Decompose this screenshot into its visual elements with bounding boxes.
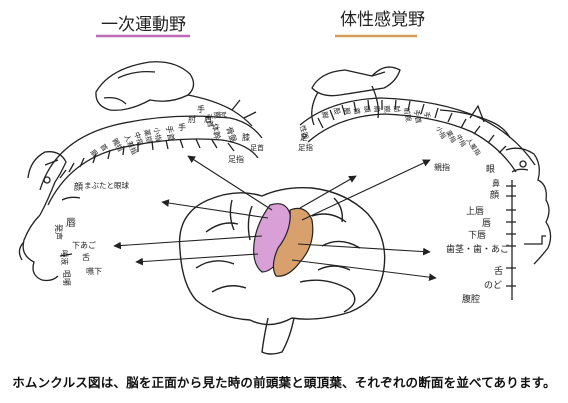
- sensory-label-lower-lip: 下唇: [468, 230, 486, 241]
- sensory-cortex-strip: [272, 207, 314, 277]
- motor-label-ankle: 足首: [250, 143, 264, 152]
- motor-label-saliva: 唾液: [60, 250, 70, 265]
- motor-label-jaw: 下あご: [72, 240, 96, 250]
- sensory-label-eye: 眼: [486, 164, 495, 175]
- motor-label-neck: 首: [98, 142, 109, 153]
- sensory-label-teeth: 歯茎・歯・あご: [446, 243, 509, 255]
- sensory-label-wrist: 手首: [412, 109, 423, 124]
- sensory-label-face: 顔: [490, 189, 499, 201]
- brain-illustration: [178, 186, 386, 355]
- motor-label-hand-top: 手: [197, 104, 205, 114]
- connector-arrows: [113, 155, 437, 281]
- sensory-label-index: 人差指: [464, 136, 483, 158]
- motor-label-hand: 手首: [164, 125, 177, 142]
- sensory-label-throat: のど: [484, 280, 502, 291]
- motor-label-swallow: 嚥下: [86, 266, 102, 276]
- sensory-label-neck: 首: [352, 107, 362, 115]
- sensory-label-genital: 性器: [298, 124, 310, 140]
- motor-label-face: 顔: [74, 181, 83, 193]
- sensory-label-toes: 足指: [298, 142, 313, 152]
- sensory-label-foot: 足: [300, 133, 308, 142]
- sensory-label-arm: 腕: [382, 105, 392, 113]
- motor-label-trunk: 体幹: [210, 123, 223, 140]
- sensory-cortex-title: 体性感覚野: [340, 10, 425, 30]
- motor-label-wrist: 手: [178, 122, 186, 132]
- sensory-label-forearm: 前腕: [402, 107, 413, 122]
- motor-label-wrist2: 手首: [204, 113, 215, 128]
- sensory-label-leg: 脚: [320, 111, 330, 119]
- motor-label-toes: 足指: [228, 154, 244, 164]
- motor-label-chew: 咀嚼: [62, 270, 71, 286]
- sensory-label-lips: 唇: [482, 218, 491, 229]
- motor-label-elbow: 肘: [188, 115, 196, 124]
- motor-label-knee: 膝: [242, 132, 250, 142]
- motor-label-vocal: 発声: [54, 224, 64, 240]
- sensory-label-elbow: 肘: [392, 105, 402, 113]
- motor-label-lips: 唇: [66, 217, 76, 229]
- motor-label-shoulder: 肩: [204, 114, 212, 124]
- sensory-label-trunk: 胴: [342, 107, 351, 115]
- sensory-label-hip: 股: [332, 107, 341, 115]
- motor-homunculus: [18, 61, 263, 282]
- motor-label-brow: 眉: [88, 148, 99, 159]
- motor-label-tongue: 舌: [82, 252, 90, 262]
- motor-labels: 骨盤 体幹 肩 肘 手 手首 小指 薬指 中指 人差指 親指 首 眉 顔 まぶた…: [54, 104, 264, 286]
- sensory-label-tongue: 舌: [494, 266, 503, 277]
- sensory-label-nose: 鼻: [492, 178, 500, 188]
- motor-label-elbow2: 肘: [218, 111, 228, 119]
- sensory-label-abdomen: 腹腔: [462, 293, 480, 305]
- motor-label-eye: まぶたと眼球: [84, 180, 129, 190]
- sensory-homunculus: [299, 66, 552, 300]
- sensory-label-hand: 手: [422, 111, 432, 119]
- sensory-label-upper-lip: 上唇: [466, 206, 484, 217]
- figure-caption: ホムンクルス図は、脳を正面から見た時の前頭葉と頭頂葉、それぞれの断面を並べてあり…: [12, 375, 556, 390]
- sensory-label-shoulder: 肩: [372, 105, 382, 113]
- motor-label-arm: 腕: [212, 111, 222, 119]
- sensory-label-head: 頭: [362, 105, 371, 113]
- motor-label-little: 小指: [152, 127, 163, 142]
- sensory-label-thumb: 親指: [434, 162, 450, 172]
- motor-label-ring: 薬指: [142, 128, 154, 144]
- motor-cortex-title: 一次運動野: [101, 15, 186, 35]
